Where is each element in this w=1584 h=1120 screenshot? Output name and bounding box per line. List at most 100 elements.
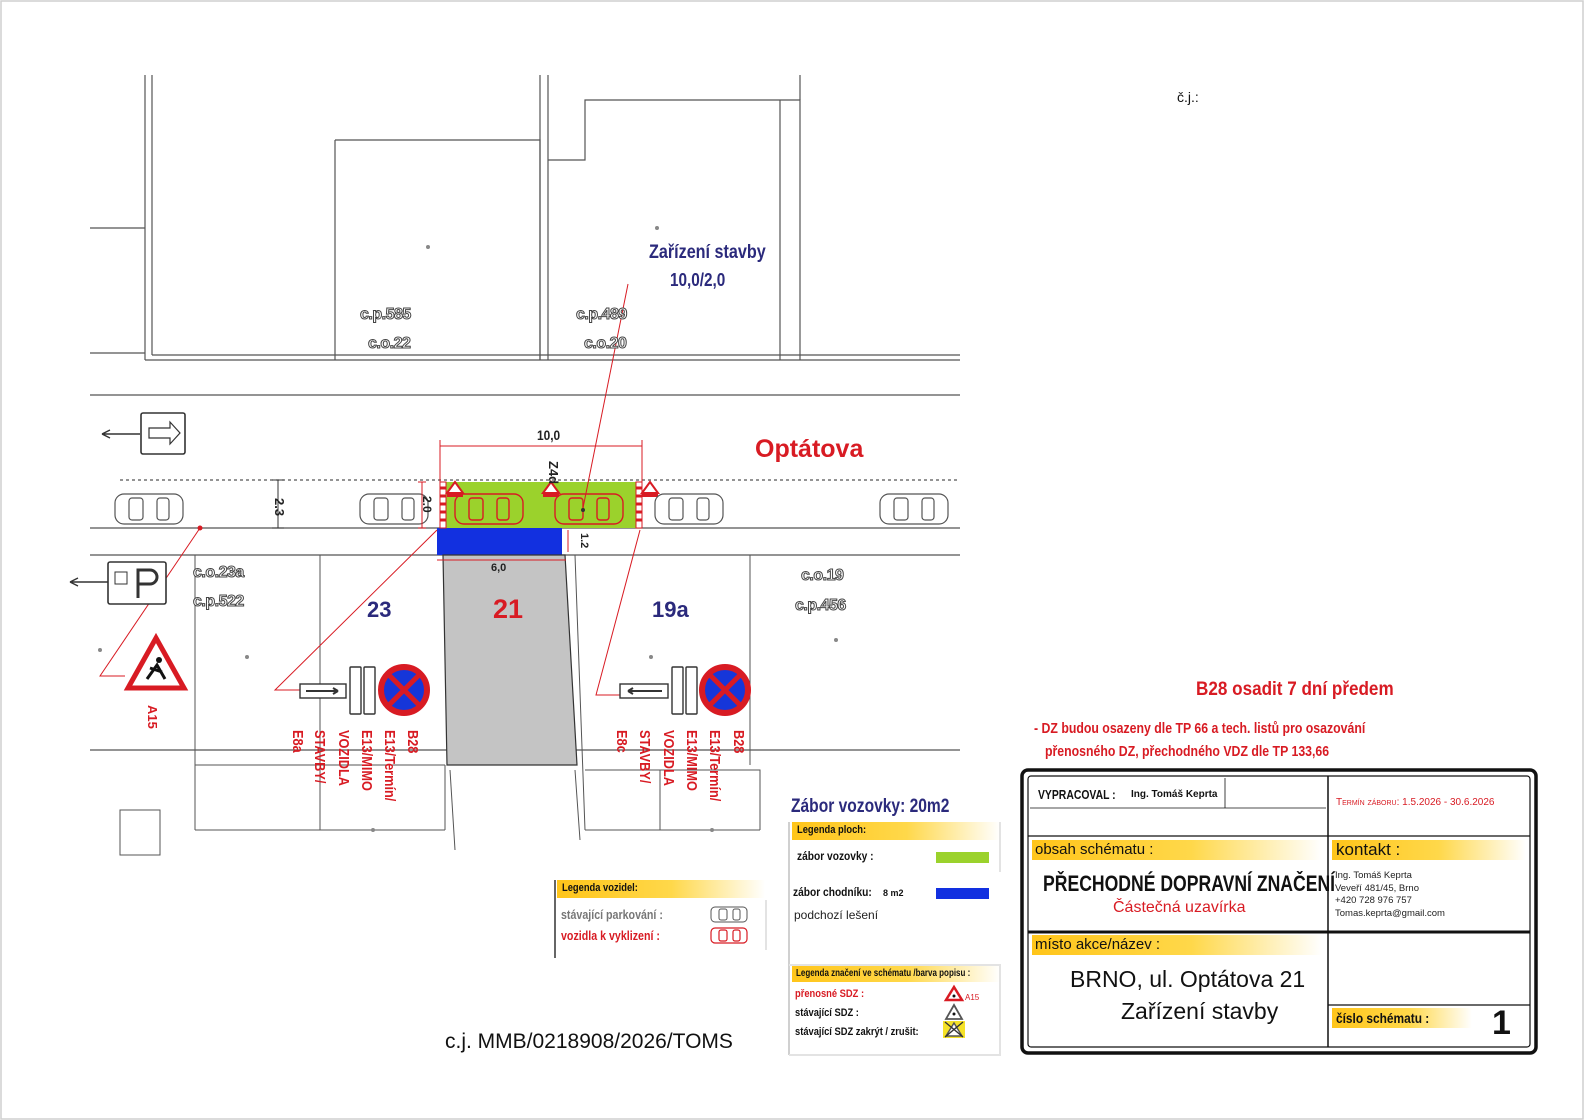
car-to-remove bbox=[454, 493, 524, 525]
sign-label-vozidla: VOZIDLA bbox=[660, 730, 677, 786]
legend-plochy-header: Legenda ploch: bbox=[792, 822, 1000, 840]
parking-sign bbox=[69, 561, 167, 605]
b28-sign-right-icon bbox=[699, 664, 751, 716]
kontakt-line: +420 728 976 757 bbox=[1335, 895, 1412, 906]
zabor-total: Zábor vozovky: 20m2 bbox=[791, 796, 950, 817]
legend-remove-car-icon bbox=[710, 927, 748, 944]
building-outlines-top bbox=[90, 75, 960, 396]
legend-znaceni-title: Legenda značení ve schématu /barva popis… bbox=[796, 968, 971, 979]
kontakt-details: Ing. Tomáš Keprta Veveří 481/45, Brno +4… bbox=[1335, 870, 1445, 920]
obsah-label: obsah schématu : bbox=[1035, 841, 1154, 858]
legend-swatch-chodnik bbox=[936, 888, 989, 899]
legend-prenosne-sign: A15 bbox=[965, 993, 980, 1002]
obsah-main: PŘECHODNÉ DOPRAVNÍ ZNAČENÍ bbox=[1043, 871, 1336, 896]
tp-note-line2: přenosného DZ, přechodného VDZ dle TP 13… bbox=[1045, 743, 1330, 760]
sign-label-e13-mimo: E13/MIMO bbox=[683, 730, 700, 791]
legend-stavajici-label: stávající SDZ : bbox=[795, 1007, 859, 1019]
kontakt-line: Ing. Tomáš Keprta bbox=[1335, 870, 1412, 881]
legend-plochy-title: Legenda ploch: bbox=[797, 824, 867, 836]
sign-label-vozidla: VOZIDLA bbox=[335, 730, 352, 786]
dimension-lines bbox=[418, 440, 643, 561]
parked-car bbox=[879, 493, 949, 525]
b28-sign-left-icon bbox=[378, 664, 430, 716]
misto-line1: BRNO, ul. Optátova 21 bbox=[1070, 966, 1306, 992]
e-plates-left bbox=[299, 666, 376, 715]
building-cp-label: c.p.585 bbox=[360, 306, 412, 324]
sign-z4d-label: Z4d bbox=[546, 461, 561, 485]
leader-dot bbox=[197, 525, 203, 531]
building-co-label: c.o.22 bbox=[367, 335, 411, 353]
legend-vozidel-title: Legenda vozidel: bbox=[562, 882, 638, 894]
building-co-label: c.o.20 bbox=[583, 335, 627, 353]
kontakt-line: Veveří 481/45, Brno bbox=[1335, 882, 1419, 894]
kontakt-label: kontakt : bbox=[1336, 840, 1401, 859]
legend-prenosne-label: přenosné SDZ : bbox=[795, 988, 865, 1000]
termin-zaboru: Termín záboru: 1.5.2026 - 30.6.2026 bbox=[1336, 797, 1495, 808]
z4d-marker-center bbox=[541, 480, 561, 497]
street-name: Optátova bbox=[755, 435, 864, 463]
cars bbox=[114, 493, 949, 525]
z4d-marker-left bbox=[445, 480, 465, 497]
house-number-19a: 19a bbox=[652, 597, 689, 622]
reference-number: c.j. MMB/0218908/2026/TOMS bbox=[445, 1030, 733, 1053]
building-21-area bbox=[442, 554, 578, 766]
misto-label: místo akce/název : bbox=[1035, 936, 1161, 953]
legend-remove-vehicles: vozidla k vyklizení : bbox=[561, 928, 660, 943]
kontakt-line: Tomas.keprta@gmail.com bbox=[1335, 907, 1445, 919]
vypracoval-name: Ing. Tomáš Keprta bbox=[1131, 789, 1218, 800]
cars-to-remove bbox=[454, 493, 624, 525]
dimension-occupy-depth: 2.0 bbox=[420, 496, 434, 513]
house-number-21: 21 bbox=[493, 594, 524, 624]
building-co-label: c.o.23a bbox=[193, 564, 245, 582]
vypracoval-label: VYPRACOVAL : bbox=[1038, 787, 1116, 802]
dimension-sidewalk: 6,0 bbox=[491, 562, 507, 574]
dimension-sidewalk-depth: 1.2 bbox=[578, 533, 590, 549]
cislo-value: 1 bbox=[1492, 1004, 1511, 1042]
sign-label-b28: B28 bbox=[730, 730, 747, 754]
legend-existing-parking: stávající parkování : bbox=[561, 907, 663, 922]
sign-label-e8a: E8a bbox=[289, 730, 306, 753]
lane-dimension bbox=[272, 479, 284, 529]
sign-label-e13-mimo: E13/MIMO bbox=[358, 730, 375, 791]
sign-label-stavby: STAVBY/ bbox=[636, 730, 653, 784]
legend-zrusit-label: stávající SDZ zakrýt / zrušit: bbox=[795, 1026, 919, 1038]
sign-label-e13-termin: E13/Termín/ bbox=[706, 730, 723, 802]
building-cp-label: c.p.456 bbox=[795, 597, 847, 615]
parked-car bbox=[654, 493, 724, 525]
sidewalk-occupation-area bbox=[437, 528, 562, 555]
misto-header: místo akce/název : bbox=[1032, 935, 1322, 955]
legend-cancel-sign-icon bbox=[943, 1021, 965, 1038]
a15-sign-icon bbox=[123, 632, 189, 691]
e-plates-right bbox=[619, 666, 698, 715]
building-co-label: c.o.19 bbox=[800, 567, 844, 585]
dimension-lane: 2.3 bbox=[272, 498, 287, 517]
legend-znaceni-header: Legenda značení ve schématu /barva popis… bbox=[792, 966, 1000, 982]
legend-swatch-vozovka bbox=[936, 852, 989, 863]
legend-borders bbox=[554, 822, 1001, 1056]
legend-portable-sign-icon bbox=[943, 984, 965, 1002]
parked-car bbox=[359, 493, 429, 525]
cj-label: č.j.: bbox=[1177, 89, 1199, 105]
survey-points bbox=[98, 226, 838, 832]
barrier-left bbox=[439, 481, 447, 529]
cislo-label: číslo schématu : bbox=[1336, 1010, 1430, 1026]
kontakt-header: kontakt : bbox=[1332, 840, 1526, 860]
sign-label-stavby: STAVBY/ bbox=[311, 730, 328, 784]
barrier-right bbox=[635, 481, 643, 529]
leader-dot bbox=[581, 508, 585, 512]
misto-line2: Zařízení stavby bbox=[1121, 998, 1279, 1024]
house-number-23: 23 bbox=[367, 597, 392, 622]
sign-label-b28: B28 bbox=[404, 730, 421, 754]
site-size: 10,0/2,0 bbox=[670, 270, 726, 290]
dimension-width: 10,0 bbox=[537, 427, 561, 443]
site-title: Zařízení stavby bbox=[649, 242, 766, 263]
legend-vozovka-label: zábor vozovky : bbox=[797, 849, 874, 863]
z4d-marker-right bbox=[640, 480, 660, 497]
title-block-frame bbox=[1020, 768, 1538, 1055]
cislo-header: číslo schématu : bbox=[1332, 1008, 1472, 1028]
obsah-sub: Částečná uzavírka bbox=[1113, 899, 1246, 916]
building-cp-label: c.p.522 bbox=[193, 593, 245, 611]
